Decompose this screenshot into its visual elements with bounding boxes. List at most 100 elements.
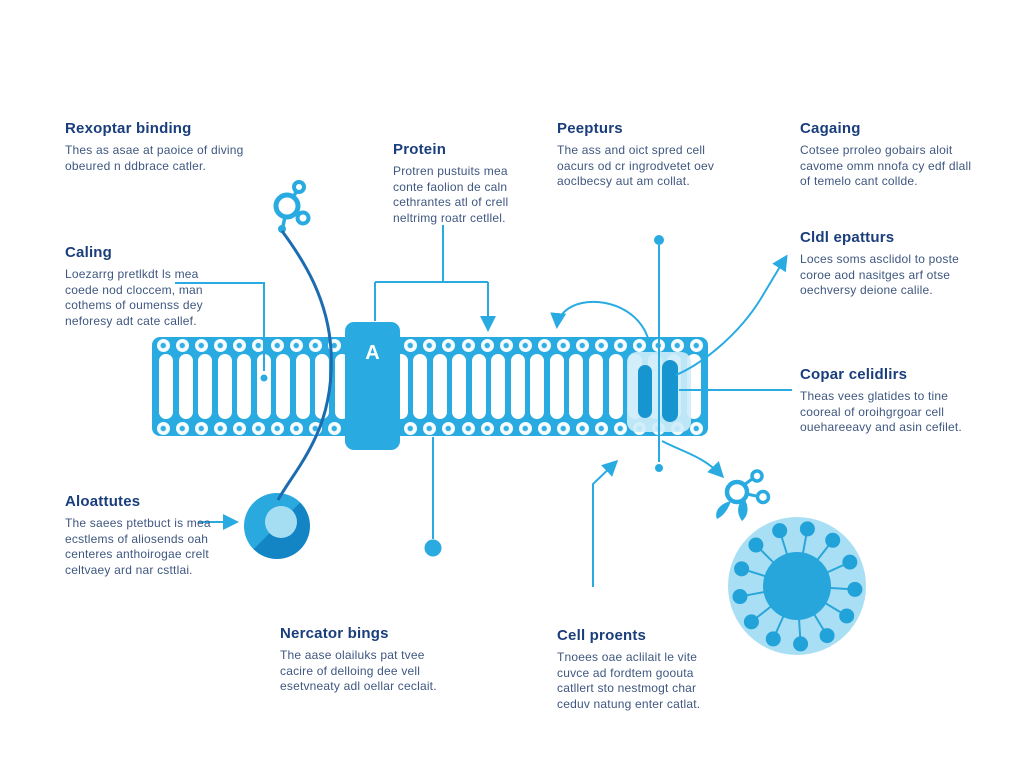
lipid-head (157, 338, 170, 352)
label-coparcelidlirs: Copar celidlirs Theas vees glatides to t… (800, 366, 1024, 436)
label-body: Tnoees oae aclilait le vite cuvce ad for… (557, 650, 701, 711)
virus-spike (759, 548, 777, 566)
label-aloattutes: Aloattutes The saees ptetbuct is mea ecs… (65, 493, 297, 578)
peepturs-dot-top (654, 235, 664, 245)
lipid-head (233, 338, 247, 352)
lipid-head (328, 421, 342, 435)
lipid-head (404, 338, 418, 352)
lipid-head (404, 421, 418, 435)
lipid-head (575, 421, 589, 435)
virus-spike-tip (772, 523, 788, 539)
virus-spike-tip (847, 581, 863, 597)
lipid-head (195, 421, 209, 435)
lipid-head (309, 421, 323, 435)
label-body: Thes as asae at paoice of diving obeured… (65, 143, 244, 173)
label-body: Cotsee prroleo gobairs aloit cavome omm … (800, 143, 972, 188)
lipid-head (556, 338, 570, 352)
lipid-head (480, 421, 494, 435)
label-title: Nercator bings (280, 625, 389, 642)
lipid-tail (569, 354, 584, 419)
lipid-head (461, 338, 475, 352)
membrane-protein-a: A (345, 322, 400, 450)
label-body: The ass and oict spred cell oacurs od cr… (557, 143, 715, 188)
virus-spike (755, 603, 775, 619)
label-title: Cldl epatturs (800, 229, 895, 246)
lipid-head (271, 338, 285, 352)
cell-proents-arrow (592, 459, 619, 587)
lipid-head (499, 338, 513, 352)
virus-spike-tip (799, 521, 815, 537)
virus-spike (747, 569, 769, 579)
lipid-head (309, 338, 323, 352)
label-protein: Protein Protren pustuits mea conte faoli… (393, 141, 625, 226)
virus-spike-tip (734, 561, 750, 577)
lipid-head (632, 338, 646, 352)
lipid-tail (198, 354, 213, 419)
virus-spike (826, 586, 849, 591)
lipid-head (290, 421, 304, 435)
lipid-head (499, 421, 513, 435)
label-body: Loezarrg pretlkdt ls mea coede nod clocc… (65, 267, 203, 328)
lipid-head (575, 338, 589, 352)
phospholipid-heads-bottom (152, 420, 708, 436)
lipid-bilayer (152, 337, 708, 436)
label-body: Theas vees glatides to tine cooreal of o… (800, 389, 962, 434)
lipid-head (195, 338, 209, 352)
virus-spike-tip (819, 628, 835, 644)
lipid-head (518, 338, 532, 352)
lipid-head (423, 338, 437, 352)
lipid-head (594, 338, 608, 352)
droplet-icon (716, 501, 731, 519)
lipid-head (233, 421, 247, 435)
phospholipid-tails (152, 353, 708, 420)
lipid-head (461, 421, 475, 435)
phospholipid-heads-top (152, 337, 708, 353)
lipid-tail (276, 354, 291, 419)
virus-spike (745, 590, 768, 597)
droplet-icon (738, 498, 748, 521)
lipid-tail (256, 354, 271, 419)
channel-subunit (662, 360, 678, 422)
lipid-head (290, 338, 304, 352)
channel-subunit (638, 365, 652, 418)
lipid-tail (413, 354, 428, 419)
lipid-head (537, 421, 551, 435)
lipid-tail (295, 354, 310, 419)
virus-spike (814, 544, 830, 563)
virus-spike (780, 536, 789, 558)
channel-protein (627, 352, 691, 432)
lipid-tail (432, 354, 447, 419)
lipid-tail (237, 354, 252, 419)
lipid-head (670, 338, 684, 352)
peepturs-dot-bottom (655, 464, 663, 472)
lipid-tail (452, 354, 467, 419)
virus-spike (801, 534, 808, 557)
lipid-head (328, 338, 342, 352)
lipid-head (518, 421, 532, 435)
nercator-dot (424, 539, 442, 557)
label-title: Protein (393, 141, 447, 158)
label-body: The aase olailuks pat tvee cacire of del… (280, 648, 437, 693)
lipid-head (480, 338, 494, 352)
label-title: Copar celidlirs (800, 366, 908, 383)
lipid-tail (510, 354, 525, 419)
label-title: Aloattutes (65, 493, 141, 510)
lipid-head (442, 421, 456, 435)
lipid-tail (217, 354, 232, 419)
label-title: Cell proents (557, 627, 647, 644)
virus-spike (811, 611, 825, 631)
label-body: Loces soms asclidol to poste coroe aod n… (800, 252, 960, 297)
lipid-tail (159, 354, 173, 419)
molecule-icon (273, 180, 311, 233)
virus-spike (823, 563, 845, 575)
lipid-tail (178, 354, 193, 419)
lipid-head (689, 338, 703, 352)
label-body: The saees ptetbuct is mea ecstlems of al… (65, 516, 211, 577)
virus-spike-tip (793, 636, 809, 652)
lipid-tail (589, 354, 604, 419)
lipid-head (176, 421, 190, 435)
label-cell-proents: Cell proents Tnoees oae aclilait le vite… (557, 627, 789, 712)
molecule-icon (716, 469, 771, 519)
lipid-head (423, 421, 437, 435)
virus-spike-tip (842, 554, 858, 570)
